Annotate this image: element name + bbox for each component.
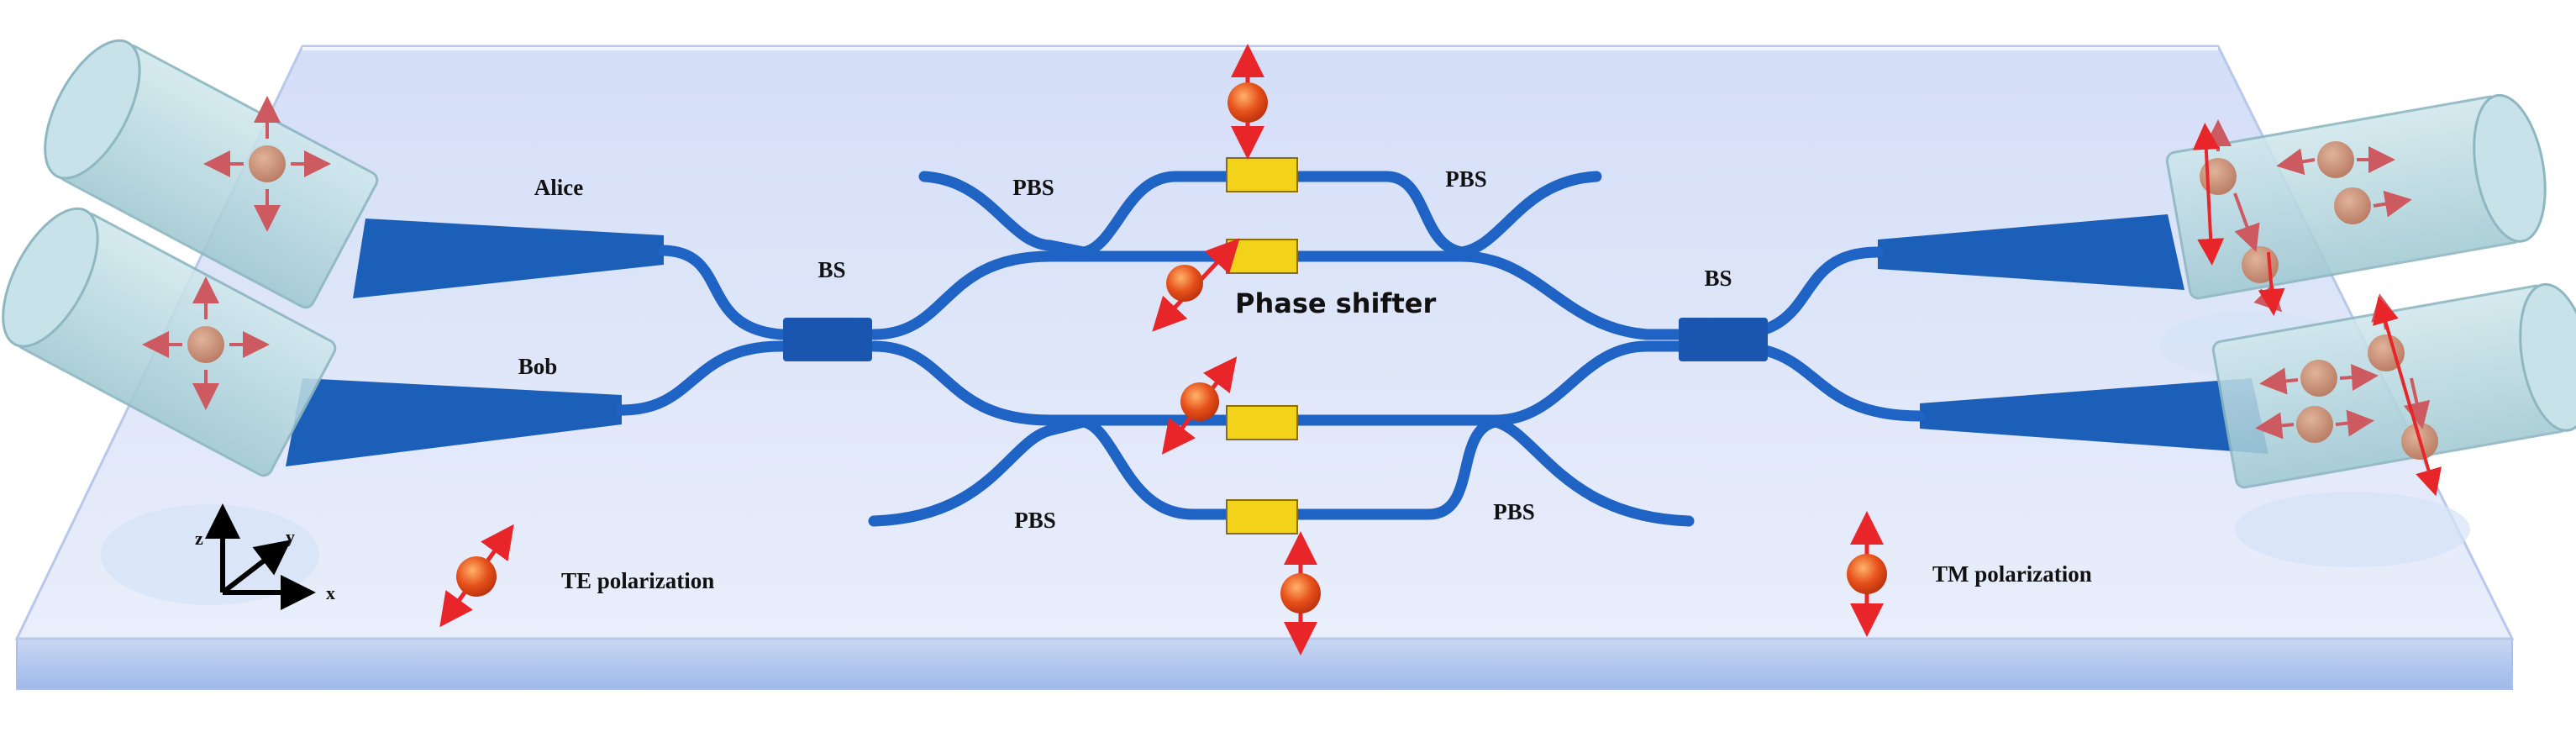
axis-label-x: x [326,582,335,603]
label-te-polarization: TE polarization [561,568,714,593]
label-tm-polarization: TM polarization [1932,561,2092,587]
label-phase-shifter: Phase shifter [1235,287,1436,319]
chip-substrate [14,45,2515,690]
label-pbs-bottom-left: PBS [1014,508,1056,533]
output-tapers [1878,214,2268,454]
input-tapers [286,219,664,466]
axis-icon [205,503,316,610]
label-bs-left: BS [817,257,845,282]
photon-top-tm [1228,43,1268,160]
bs-right [1679,318,1768,361]
photon-upper-te [1152,238,1240,332]
label-alice: Alice [534,175,583,200]
axis-label-y: y [286,526,295,547]
bs-left [783,318,872,361]
photon-bottom-tm [1280,531,1321,656]
label-bob: Bob [518,354,558,379]
legend-tm-icon [1847,511,1887,637]
label-pbs-top-right: PBS [1445,166,1487,192]
legend-te-icon [439,524,514,628]
label-pbs-bottom-right: PBS [1493,499,1535,524]
output-polarization-arrows [2192,123,2442,497]
photon-lower-te [1161,356,1238,455]
axis-label-z: z [195,528,203,549]
phase-shifters [1226,157,1298,535]
label-pbs-top-left: PBS [1012,175,1054,200]
label-bs-right: BS [1704,266,1732,291]
